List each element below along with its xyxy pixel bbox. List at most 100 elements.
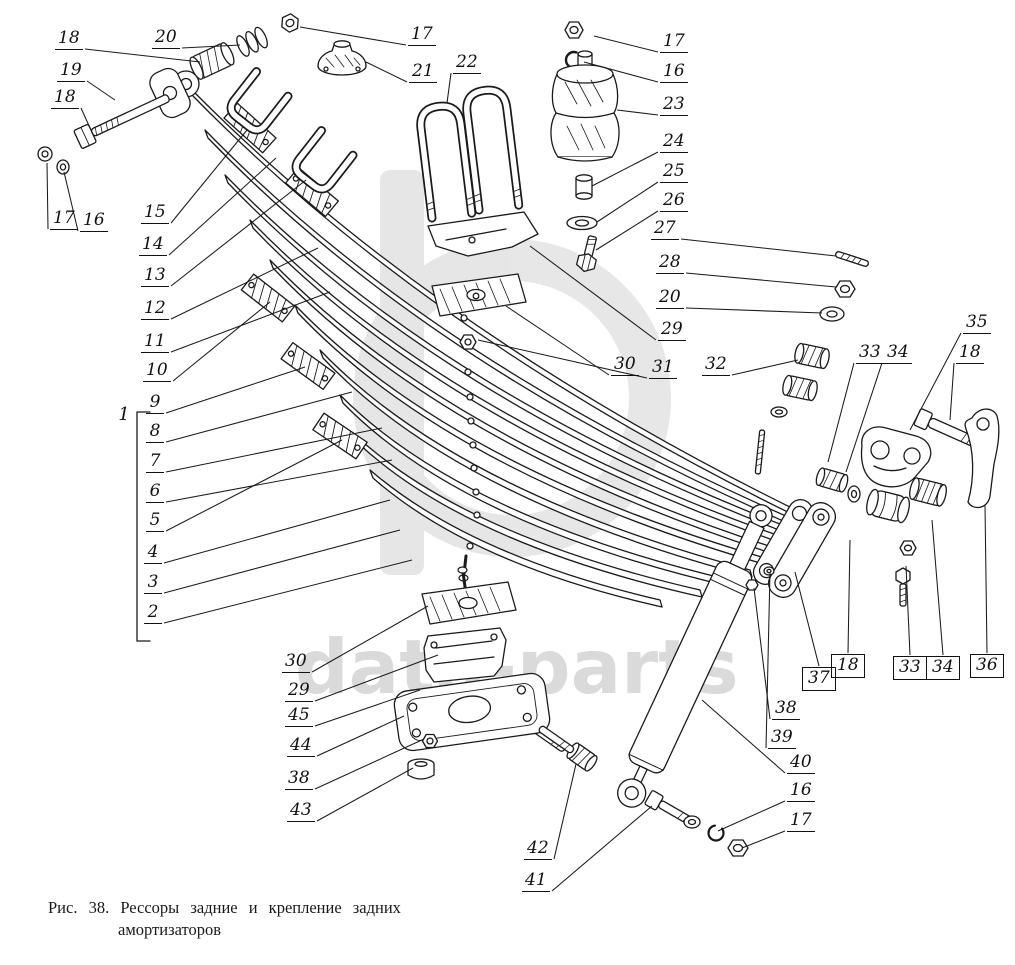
- callout-8: 8: [146, 423, 164, 443]
- washer: [819, 306, 845, 322]
- rear-bracket-assembly: [860, 408, 1000, 509]
- callout-2: 2: [144, 604, 162, 624]
- callout-33: 33: [856, 344, 884, 364]
- eye-nut: [281, 13, 299, 33]
- spacer-sleeve: [575, 174, 593, 200]
- callout-40: 40: [787, 754, 815, 774]
- washer-stack: [236, 26, 268, 57]
- callout-11: 11: [141, 333, 169, 353]
- assembly-group-bracket: [136, 411, 151, 642]
- callout-38: 38: [772, 700, 800, 720]
- spring-pad-upper: [431, 273, 527, 317]
- callout-36: 36: [970, 654, 1004, 678]
- callout-25: 25: [660, 163, 688, 183]
- callout-13: 13: [141, 267, 169, 287]
- spring-pad-nut: [459, 334, 477, 350]
- callout-16: 16: [660, 63, 688, 83]
- snap-ring: [707, 824, 725, 842]
- callout-24: 24: [660, 133, 688, 153]
- callout-39: 39: [768, 729, 796, 749]
- washer-small: [770, 406, 788, 418]
- spring-clip-straps: [226, 67, 358, 194]
- spring-front-eye-parts: [37, 13, 299, 175]
- callout-12: 12: [141, 300, 169, 320]
- callout-34: 34: [926, 656, 960, 680]
- callout-32: 32: [702, 356, 730, 376]
- callout-20: 20: [152, 29, 180, 49]
- callout-29: 29: [285, 682, 313, 702]
- callout-41: 41: [522, 872, 550, 892]
- callout-6: 6: [146, 483, 164, 503]
- rubber-bushing: [782, 374, 818, 402]
- callout-14: 14: [139, 236, 167, 256]
- callout-17: 17: [660, 33, 688, 53]
- callout-23: 23: [660, 96, 688, 116]
- callout-30: 30: [611, 356, 639, 376]
- callout-18: 18: [831, 654, 865, 678]
- cotter-pin: [835, 251, 869, 267]
- bump-stop-nut: [564, 21, 584, 39]
- callout-4: 4: [144, 544, 162, 564]
- small-nut: [421, 733, 439, 749]
- washer: [683, 815, 701, 829]
- callout-28: 28: [656, 254, 684, 274]
- rubber-bushing: [794, 342, 830, 370]
- callout-45: 45: [285, 707, 313, 727]
- mount-bracket-plate: [393, 672, 551, 752]
- callout-17: 17: [787, 812, 815, 832]
- callout-44: 44: [287, 737, 315, 757]
- callout-15: 15: [141, 204, 169, 224]
- center-bolt-heads: [458, 314, 481, 582]
- callout-20: 20: [656, 289, 684, 309]
- callout-17: 17: [408, 26, 436, 46]
- callout-33: 33: [893, 656, 927, 680]
- callout-27: 27: [651, 220, 679, 240]
- callout-10: 10: [143, 362, 171, 382]
- callout-43: 43: [287, 802, 315, 822]
- caption-line-1: Рис. 38. Рессоры задние и крепление задн…: [48, 898, 401, 917]
- washer: [566, 215, 598, 231]
- outer-shackle-plate: [964, 408, 1000, 509]
- callout-18: 18: [956, 344, 984, 364]
- large-nut: [407, 758, 435, 780]
- shackle-pin-parts: [754, 251, 869, 475]
- bolt: [575, 235, 597, 273]
- shock-absorber: [617, 504, 773, 808]
- callout-7: 7: [146, 453, 164, 473]
- callout-42: 42: [524, 840, 552, 860]
- figure-caption: Рис. 38. Рессоры задние и крепление задн…: [48, 897, 401, 942]
- leader-lines: [46, 26, 988, 892]
- lower-bracket-assembly: [393, 566, 575, 780]
- callout-38: 38: [285, 770, 313, 790]
- callout-21: 21: [409, 63, 437, 83]
- nut: [834, 280, 856, 298]
- eye-bolt: [73, 94, 170, 149]
- caption-line-2: амортизаторов: [118, 920, 222, 940]
- callout-19: 19: [57, 62, 85, 82]
- callout-37: 37: [802, 667, 836, 691]
- callout-26: 26: [660, 192, 688, 212]
- callout-1: 1: [118, 404, 130, 425]
- rubber-bump-stop: [550, 50, 620, 162]
- spring-cap-part: [317, 40, 367, 76]
- callout-16: 16: [787, 782, 815, 802]
- callout-17: 17: [50, 210, 78, 230]
- callout-16: 16: [80, 212, 108, 232]
- callout-29: 29: [658, 321, 686, 341]
- callout-30: 30: [282, 653, 310, 673]
- eye-bushing: [189, 42, 235, 80]
- callout-5: 5: [146, 512, 164, 532]
- callout-22: 22: [453, 54, 481, 74]
- bracket-stud: [538, 725, 575, 754]
- callout-31: 31: [649, 359, 677, 379]
- callout-9: 9: [146, 394, 164, 414]
- callout-35: 35: [963, 314, 991, 334]
- nut: [727, 839, 749, 857]
- callout-18: 18: [55, 30, 83, 50]
- u-bolts: [416, 85, 524, 223]
- spring-cover-plate: [427, 211, 539, 257]
- stud: [754, 429, 766, 475]
